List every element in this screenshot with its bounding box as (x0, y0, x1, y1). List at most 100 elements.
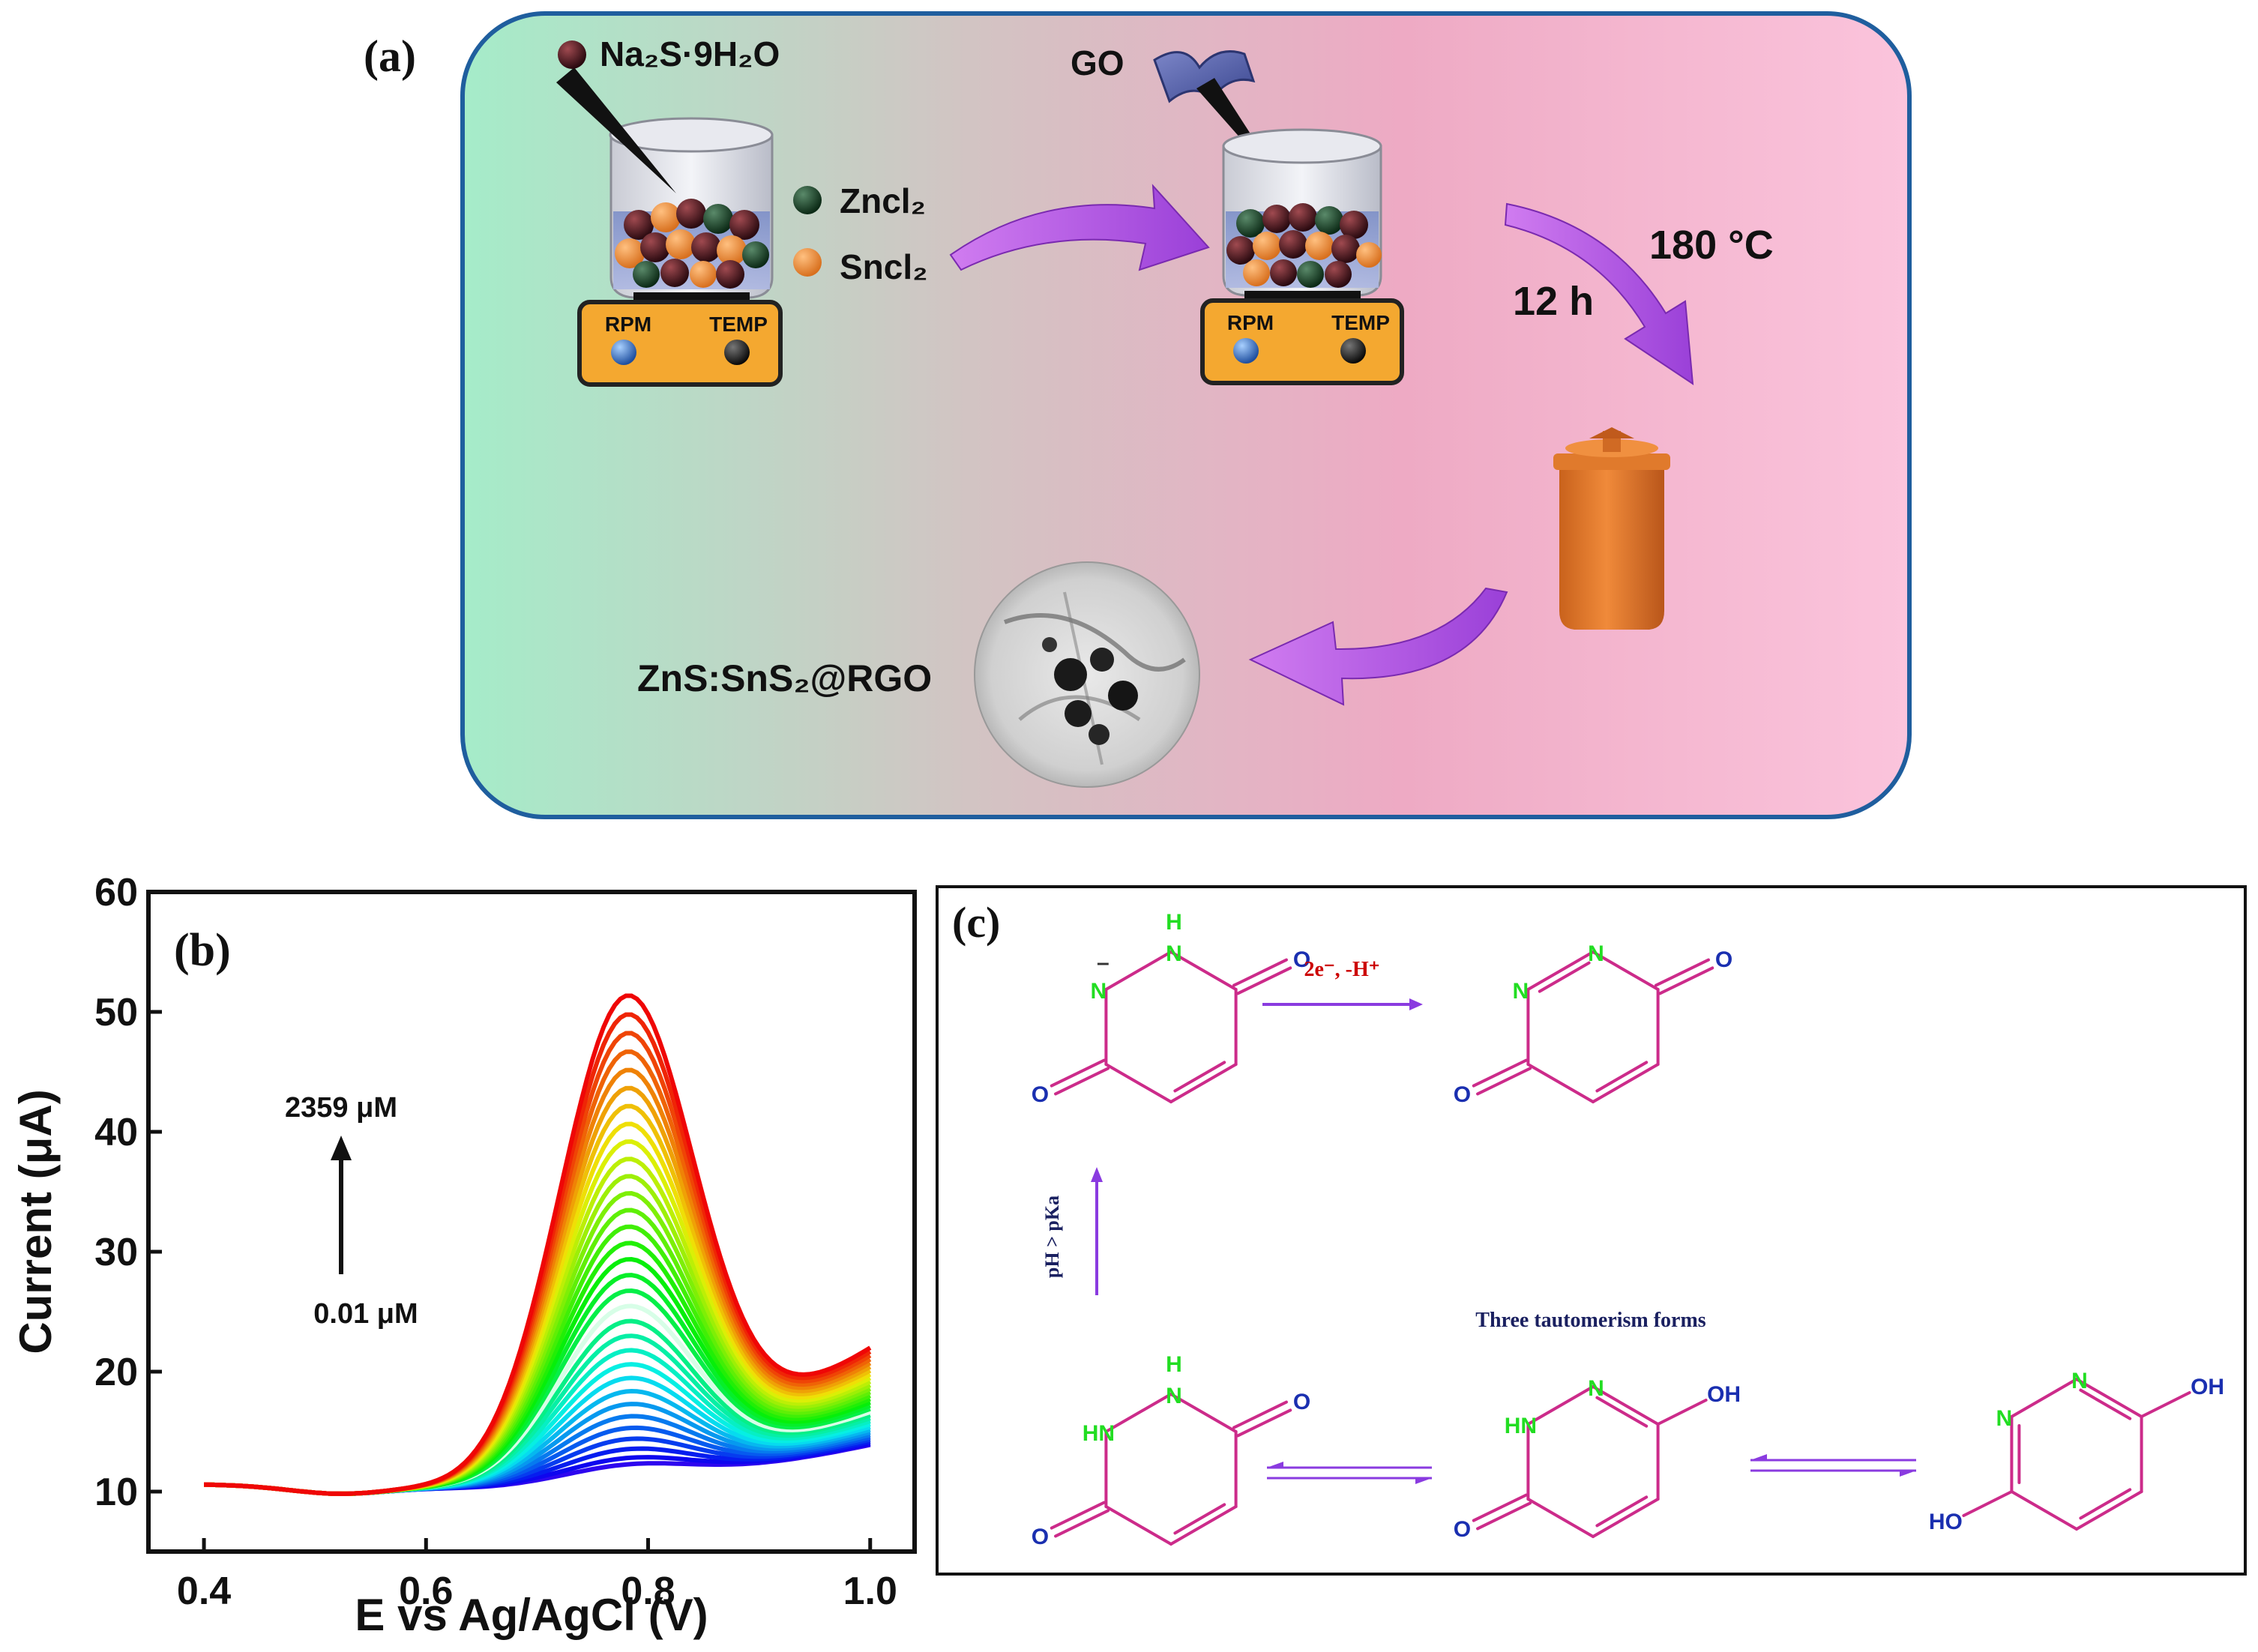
rpm-label-1: RPM (605, 313, 651, 336)
bond-c-c-double (1595, 1061, 1649, 1093)
bond-c-c (1526, 1498, 1595, 1538)
temp-label-1: TEMP (709, 313, 768, 336)
atom-n2: N (1588, 941, 1604, 966)
atom-h: H (1166, 910, 1182, 935)
bond-n-n (1526, 950, 1595, 991)
sncl2-ball-icon (793, 248, 822, 277)
hot-plate-stirrer-1: RPM TEMP (577, 300, 783, 387)
atom-o-left: O (1454, 1517, 1471, 1542)
tautomer-label: Three tautomerism forms (1475, 1309, 1706, 1332)
product-label: ZnS:SnS₂@RGO (637, 657, 932, 699)
bond-c-o (1054, 1509, 1110, 1538)
conc-high-label: 2359 μM (285, 1092, 397, 1124)
beaker-2 (1222, 128, 1382, 300)
na2s-ball-icon (558, 40, 586, 69)
atom-o-right: O (1293, 1390, 1310, 1414)
sncl2-label: Sncl₂ (840, 247, 928, 286)
arrow-to-beaker-2 (949, 184, 1210, 271)
bond-c-c-double (1592, 1063, 1660, 1103)
rpm-label-2: RPM (1227, 311, 1274, 334)
atom-n1: HN (1083, 1421, 1115, 1446)
bond-n-c (1169, 950, 1238, 991)
time-label: 12 h (1513, 279, 1594, 324)
panel-b-label: (b) (174, 925, 231, 976)
y-tick-label: 20 (94, 1351, 138, 1394)
atom-n2: N (1166, 1384, 1182, 1408)
atom-o-right: O (1293, 947, 1310, 972)
panel-a: (a) (364, 11, 1912, 819)
precursor-legend: Zncl₂ Sncl₂ (793, 181, 928, 286)
x-tick-label: 0.4 (177, 1570, 231, 1613)
cv-curves (204, 993, 872, 1496)
x-tick-label: 0.8 (621, 1570, 675, 1613)
atom-n1: N (1091, 979, 1107, 1004)
atom-o-left: O (1032, 1082, 1049, 1107)
molecule-bonds (1050, 950, 2191, 1546)
axis-ticks (148, 890, 873, 1552)
negative-charge: – (1097, 950, 1110, 975)
bond-c-o (1472, 1058, 1528, 1088)
atom-n1: N (1513, 979, 1529, 1004)
bond-c-c-double (1173, 1061, 1226, 1093)
atom-n2: N (2071, 1369, 2088, 1393)
y-axis-title: Current (μA) (10, 1089, 61, 1354)
x-axis-title: E vs Ag/AgCl (V) (355, 1590, 708, 1640)
bond-n-c (2075, 1378, 2143, 1418)
bond-n-n (1104, 950, 1172, 991)
panel-c-frame (936, 885, 2247, 1576)
temp-knob-1 (724, 340, 750, 365)
zncl2-label: Zncl₂ (840, 181, 926, 220)
tem-image (974, 561, 1200, 788)
bond-n-n (1538, 961, 1591, 993)
ph-arrowhead (1091, 1167, 1103, 1182)
arrow-to-product (1248, 587, 1508, 706)
bond-c-o (1050, 1501, 1106, 1530)
bond-c-c-double (1592, 1498, 1660, 1538)
atom-n1: N (1996, 1406, 2013, 1431)
atom-n1: HN (1505, 1414, 1537, 1438)
cv-curve-32 (204, 993, 872, 1496)
bond-c-o (1236, 1408, 1292, 1438)
panel-c-label: (c) (952, 898, 1000, 947)
bond-c-o (1054, 1067, 1110, 1096)
autoclave-icon (1553, 427, 1670, 630)
ph-label: pH > pKa (1041, 1196, 1063, 1278)
bond-c-c (1526, 1063, 1595, 1103)
rpm-knob-1 (611, 340, 636, 365)
go-label: GO (1071, 43, 1125, 82)
concentration-arrowhead (331, 1136, 352, 1160)
bond-c-o (1654, 958, 1710, 987)
panel-a-label: (a) (364, 31, 416, 81)
bond-n-n (1104, 1393, 1172, 1433)
bond-c-c-double (2079, 1488, 2132, 1520)
bond-c-c-double (1169, 1505, 1238, 1546)
y-tick-label: 60 (94, 871, 138, 914)
bond-c-o (1232, 1400, 1288, 1429)
atom-n2: N (1588, 1376, 1604, 1401)
zncl2-ball-icon (793, 186, 822, 214)
bond-n-c (1592, 1385, 1660, 1426)
temp-knob-2 (1340, 338, 1366, 364)
beaker-1 (609, 117, 774, 301)
atom-o-right: OH (1707, 1382, 1741, 1407)
panel-a-frame (460, 11, 1912, 819)
bond-c-c-double (1173, 1503, 1226, 1535)
y-tick-label: 10 (94, 1471, 138, 1514)
bond-n-c (1169, 1393, 1238, 1433)
bond-n-n (1526, 1385, 1595, 1426)
bond-c-c (1104, 1505, 1172, 1546)
go-sheet-icon (1153, 50, 1256, 103)
redox-label: 2e⁻, -H⁺ (1304, 958, 1379, 981)
bond-c-o (1472, 1493, 1528, 1522)
bond-c-o (1232, 958, 1288, 987)
na2s-label: Na₂S·9H₂O (600, 34, 780, 73)
bond-c-oh (1962, 1490, 2014, 1517)
equilibrium-arrow-1 (1267, 1462, 1432, 1484)
bond-c-c (1104, 1063, 1172, 1103)
y-tick-label: 50 (94, 991, 138, 1034)
equilibrium-arrow-2 (1750, 1454, 1916, 1477)
bond-n-c (1592, 950, 1660, 991)
